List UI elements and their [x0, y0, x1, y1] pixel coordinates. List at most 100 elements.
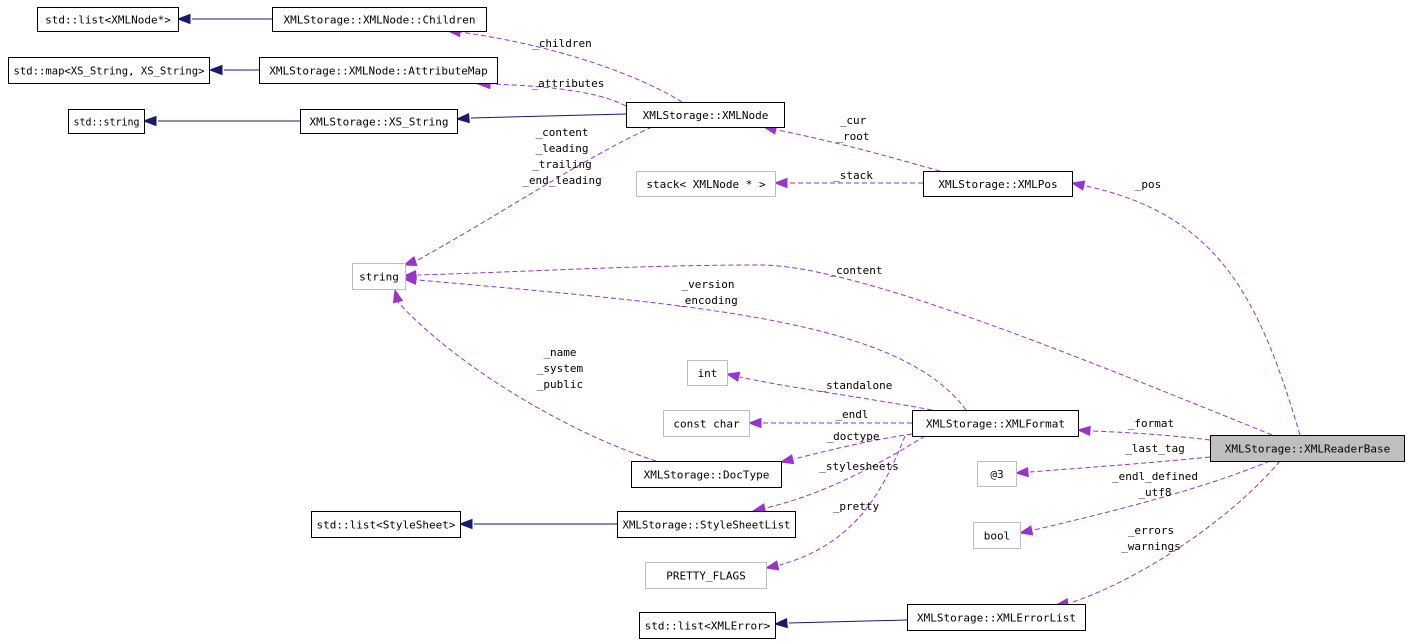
node-label-stylesheetlist: XMLStorage::StyleSheetList — [623, 519, 791, 532]
edge-readerbase-to-xmlformat — [1076, 425, 1211, 441]
node-label-readerbase: XMLStorage::XMLReaderBase — [1225, 443, 1391, 456]
edge-label-root: _root — [836, 130, 869, 143]
node-box-list-xmlerror[interactable] — [639, 612, 776, 639]
edge-label-name: _name — [543, 346, 576, 359]
edge-label-stack: _stack — [833, 169, 873, 182]
inheritance-arrowhead-xmlnode-xsstring — [455, 112, 470, 124]
node-stack[interactable]: stack< XMLNode * > — [636, 171, 776, 197]
node-label-at3: @3 — [990, 468, 1003, 481]
usage-line-xmlformat-int — [739, 376, 933, 411]
edge-xmlformat-to-constchar — [747, 417, 912, 429]
edge-xmlnode-to-xsstring — [455, 112, 627, 124]
inheritance-arrowhead-children-list_xmlnode — [176, 13, 191, 25]
node-string[interactable]: string — [352, 263, 406, 290]
usage-line-xmlnode-string — [415, 126, 653, 262]
node-box-stack[interactable] — [636, 171, 776, 197]
node-box-bool[interactable] — [973, 522, 1021, 549]
node-box-list-xmlnode[interactable] — [37, 7, 179, 32]
usage-line-xmlnode-attrmap — [491, 83, 627, 107]
node-box-list-stylesheet[interactable] — [311, 511, 461, 538]
node-constchar[interactable]: const char — [663, 410, 750, 437]
node-prettyflags[interactable]: PRETTY_FLAGS — [645, 562, 767, 589]
node-box-xmlpos[interactable] — [923, 171, 1073, 197]
usage-arrowhead-xmlnode-string — [402, 256, 418, 267]
edge-xmlformat-to-doctype — [779, 433, 913, 465]
node-box-at3[interactable] — [977, 461, 1017, 487]
edge-label-leading: _leading — [536, 142, 589, 155]
node-box-stdstring[interactable] — [68, 109, 145, 134]
node-xmlnode[interactable]: XMLStorage::XMLNode — [626, 102, 785, 128]
node-bool[interactable]: bool — [973, 522, 1021, 549]
node-box-prettyflags[interactable] — [645, 562, 767, 589]
node-label-list-stylesheet: std::list<StyleSheet> — [317, 519, 456, 532]
node-stdstring[interactable]: std::string — [68, 109, 145, 134]
node-box-readerbase[interactable] — [1210, 435, 1405, 462]
node-xsstring[interactable]: XMLStorage::XS_String — [300, 109, 458, 134]
edge-xsstring-to-stdstring — [142, 115, 300, 127]
node-xmlpos[interactable]: XMLStorage::XMLPos — [923, 171, 1073, 197]
usage-line-xmlformat-stylesheetlist — [765, 435, 926, 509]
edge-label-last-tag: _last_tag — [1125, 442, 1185, 455]
edge-xmlformat-to-int — [725, 371, 933, 411]
node-box-xsstring[interactable] — [300, 109, 458, 134]
edge-label-errors: _errors — [1128, 524, 1174, 537]
node-attrmap[interactable]: XMLStorage::XMLNode::AttributeMap — [259, 57, 498, 84]
node-readerbase[interactable]: XMLStorage::XMLReaderBase — [1210, 435, 1405, 462]
node-stylesheetlist[interactable]: XMLStorage::StyleSheetList — [617, 511, 796, 538]
usage-line-readerbase-at3 — [1029, 456, 1211, 473]
node-box-stylesheetlist[interactable] — [617, 511, 796, 538]
usage-line-readerbase-bool — [1033, 460, 1271, 531]
node-label-xmlformat: XMLStorage::XMLFormat — [926, 418, 1065, 431]
usage-arrowhead-readerbase-bool — [1018, 525, 1034, 536]
usage-line-xmlnode-children — [459, 31, 683, 103]
node-label-stack: stack< XMLNode * > — [646, 178, 766, 191]
node-box-constchar[interactable] — [663, 410, 750, 437]
node-label-xsstring: XMLStorage::XS_String — [309, 116, 448, 129]
node-int[interactable]: int — [687, 360, 728, 386]
node-list-stylesheet[interactable]: std::list<StyleSheet> — [311, 511, 461, 538]
node-box-int[interactable] — [687, 360, 728, 386]
usage-line-readerbase-xmlformat — [1091, 430, 1211, 441]
edge-label-endl: _endl — [835, 408, 868, 421]
usage-line-xmlformat-doctype — [793, 433, 913, 460]
edge-label-content: _content — [830, 264, 883, 277]
edge-label-standalone: _standalone — [820, 379, 893, 392]
node-doctype[interactable]: XMLStorage::DocType — [631, 461, 782, 488]
edge-xmlnode-to-string — [402, 126, 653, 267]
usage-arrowhead-readerbase-at3 — [1014, 466, 1029, 478]
edge-doctype-to-string — [392, 288, 657, 462]
node-list-xmlerror[interactable]: std::list<XMLError> — [639, 612, 776, 639]
edge-label-public: _public — [537, 378, 583, 391]
node-list-xmlnode[interactable]: std::list<XMLNode*> — [37, 7, 179, 32]
inheritance-arrowhead-stylesheetlist-list_stylesheet — [458, 518, 473, 530]
edge-xmlformat-to-string — [402, 274, 967, 411]
edge-label-doctype: _doctype — [827, 430, 880, 443]
node-label-string: string — [359, 271, 399, 284]
edge-label-trailing: _trailing — [532, 158, 592, 171]
usage-arrowhead-xmlpos-stack — [773, 177, 788, 189]
usage-line-readerbase-errorlist — [1069, 460, 1281, 604]
edge-label-end-leading: _end_leading — [522, 174, 601, 187]
node-box-attrmap[interactable] — [259, 57, 498, 84]
node-label-constchar: const char — [673, 418, 740, 431]
node-box-doctype[interactable] — [631, 461, 782, 488]
inheritance-line-xmlnode-xsstring — [470, 113, 627, 119]
node-map[interactable]: std::map<XS_String, XS_String> — [8, 57, 210, 84]
usage-line-xmlformat-string — [417, 279, 967, 411]
edge-label-utf8: _utf8 — [1138, 486, 1171, 499]
inheritance-line-errorlist-list_xmlerror — [788, 619, 908, 624]
node-box-string[interactable] — [352, 263, 406, 290]
node-box-children[interactable] — [272, 7, 487, 32]
node-at3[interactable]: @3 — [977, 461, 1017, 487]
node-box-xmlformat[interactable] — [912, 410, 1079, 437]
node-xmlformat[interactable]: XMLStorage::XMLFormat — [912, 410, 1079, 437]
usage-arrowhead-xmlformat-prettyflags — [764, 560, 780, 571]
node-box-errorlist[interactable] — [907, 604, 1086, 631]
node-box-xmlnode[interactable] — [626, 102, 785, 128]
edge-label-pos: _pos — [1135, 178, 1162, 191]
node-label-int: int — [698, 367, 718, 380]
node-errorlist[interactable]: XMLStorage::XMLErrorList — [907, 604, 1086, 631]
node-box-map[interactable] — [8, 57, 210, 84]
node-children[interactable]: XMLStorage::XMLNode::Children — [272, 7, 487, 32]
edge-label-attributes: _attributes — [532, 77, 605, 90]
